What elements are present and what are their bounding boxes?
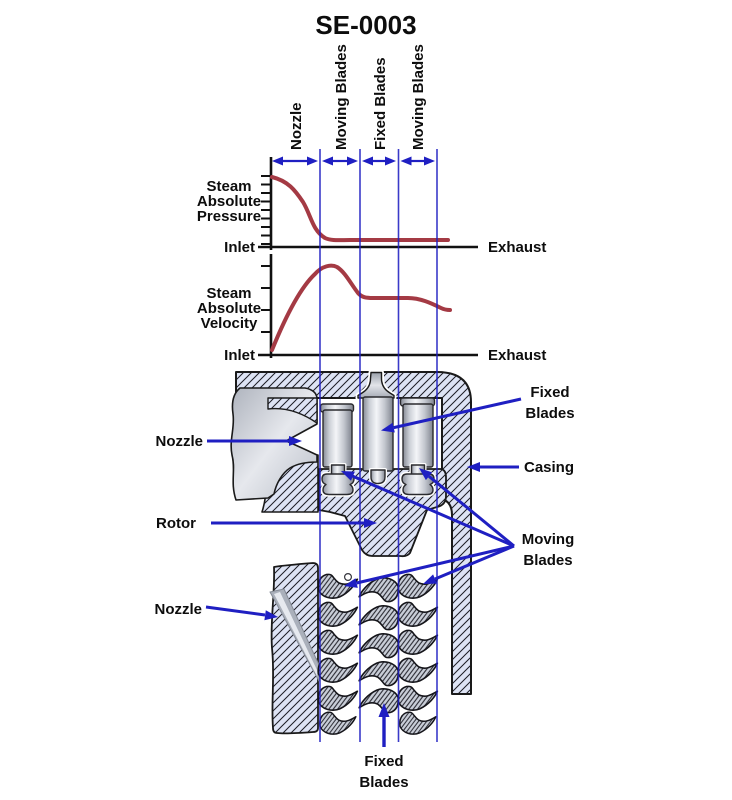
- svg-text:Pressure: Pressure: [197, 208, 261, 225]
- moving-blade-profile: [395, 681, 441, 713]
- casing-arrow: [467, 462, 519, 472]
- moving-blade-profile: [315, 681, 361, 713]
- velocity-y-label: Steam Absolute Velocity: [197, 285, 261, 332]
- stage-extent-arrows: [272, 156, 435, 166]
- pressure-axis-ticks: [261, 175, 271, 245]
- moving-blade-profile: [397, 707, 439, 737]
- fixed-blade-profile: [356, 659, 401, 691]
- callouts: Nozzle Fixed Blades Casing Rotor Moving …: [154, 384, 574, 791]
- moving-blade-profile: [395, 625, 441, 657]
- fixed-blade-profile: [356, 686, 401, 718]
- fixed-blades-bottom-arrow: [378, 703, 390, 747]
- fixed-blade-profile: [356, 631, 401, 663]
- fixed-blades-bottom-label-line2: Blades: [359, 774, 408, 791]
- casing-label: Casing: [524, 459, 574, 476]
- fixed-blade-stem-outline: [357, 371, 395, 399]
- pressure-y-label: Steam Absolute Pressure: [197, 178, 261, 225]
- moving-blade-column-2: [395, 569, 441, 737]
- pressure-curve: [270, 175, 450, 243]
- rotor-label: Rotor: [156, 515, 196, 532]
- column-label-moving-blades-2: Moving Blades: [410, 44, 427, 150]
- column-label-fixed-blades: Fixed Blades: [372, 57, 389, 150]
- fixed-blades-bottom-label-line1: Fixed: [364, 753, 403, 770]
- moving-blade-profile: [395, 597, 441, 629]
- pressure-inlet-label: Inlet: [224, 239, 255, 256]
- blade-profile-view: [269, 562, 441, 737]
- moving-blades-fan-arrows: [341, 468, 515, 588]
- fixed-blade-column: [356, 575, 401, 718]
- fixed-blades-label-line1: Fixed: [530, 384, 569, 401]
- column-label-moving-blades-1: Moving Blades: [333, 44, 350, 150]
- stage-column-labels: Nozzle Moving Blades Fixed Blades Moving…: [288, 44, 427, 150]
- column-label-nozzle: Nozzle: [288, 102, 305, 150]
- nozzle-block-upper: [230, 387, 318, 501]
- svg-text:Absolute: Absolute: [197, 300, 261, 317]
- pressure-exhaust-label: Exhaust: [488, 239, 546, 256]
- nozzle-upper-label: Nozzle: [155, 433, 203, 450]
- svg-text:Velocity: Velocity: [201, 315, 258, 332]
- nozzle-upper-lip: [267, 397, 318, 424]
- moving-blade-profile: [315, 597, 361, 629]
- velocity-inlet-label: Inlet: [224, 347, 255, 364]
- moving-blade-column-1: [315, 569, 361, 737]
- svg-text:Steam: Steam: [206, 285, 251, 302]
- moving-blade-cylinder-left: [319, 403, 357, 497]
- velocity-curve: [270, 263, 452, 352]
- nozzle-channel-highlight: [274, 592, 317, 676]
- nozzle-upper-arrow: [207, 436, 302, 446]
- fixed-blade-profile: [356, 603, 401, 635]
- moving-blades-label-line1: Moving: [522, 531, 575, 548]
- moving-blade-profile: [317, 707, 359, 737]
- small-circle-marker: [344, 572, 353, 581]
- pressure-chart: Steam Absolute Pressure Inlet Exhaust: [197, 157, 546, 256]
- velocity-axis-ticks: [261, 265, 271, 333]
- svg-text:Absolute: Absolute: [197, 193, 261, 210]
- moving-blade-profile: [315, 625, 361, 657]
- moving-blade-profile: [395, 653, 441, 685]
- fixed-blades-arrow: [381, 397, 522, 433]
- moving-blade-cylinder-right: [399, 397, 437, 497]
- fixed-blade-cylinder: [362, 396, 394, 486]
- nozzle-lower-label: Nozzle: [154, 601, 202, 618]
- velocity-exhaust-label: Exhaust: [488, 347, 546, 364]
- moving-blades-label-line2: Blades: [523, 552, 572, 569]
- rotor-arrow: [211, 518, 377, 528]
- stage-boundary-lines: [319, 149, 438, 742]
- moving-blade-profile: [315, 653, 361, 685]
- page-title: SE-0003: [315, 10, 416, 40]
- svg-text:Steam: Steam: [206, 178, 251, 195]
- velocity-chart: Steam Absolute Velocity Inlet Exhaust: [197, 254, 546, 364]
- nozzle-lower-arrow: [205, 605, 278, 621]
- fixed-blades-label-line2: Blades: [525, 405, 574, 422]
